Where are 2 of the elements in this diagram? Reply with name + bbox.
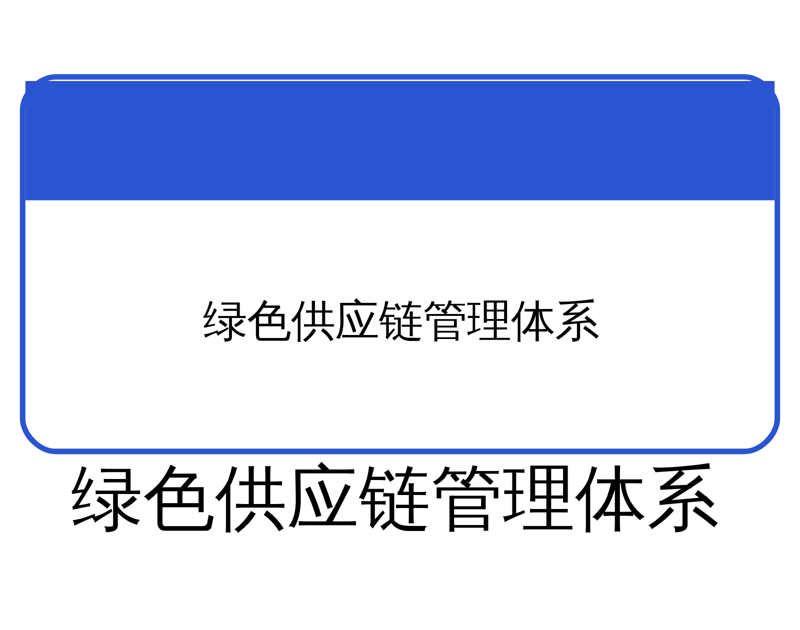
node-box: 绿色供应链管理体系 — [20, 74, 780, 454]
caption: 绿色供应链管理体系 — [71, 456, 720, 541]
